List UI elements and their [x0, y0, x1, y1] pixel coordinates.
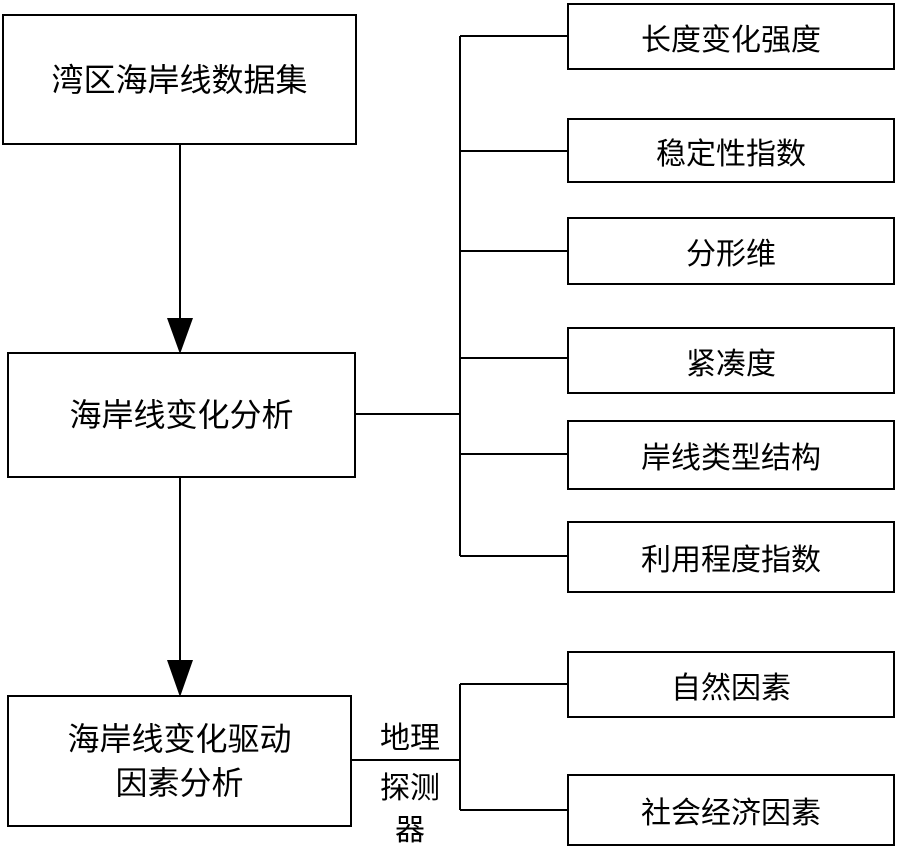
index-label: 紧凑度 [686, 346, 776, 382]
factor-box-natural: 自然因素 [567, 651, 895, 718]
geodetector-line1: 地理 [380, 721, 440, 756]
dataset-box: 湾区海岸线数据集 [2, 14, 357, 145]
driving-factor-label-line2: 因素分析 [115, 764, 244, 802]
index-box-stability: 稳定性指数 [567, 118, 895, 183]
index-box-compactness: 紧凑度 [567, 327, 895, 394]
arrow-head-2 [167, 660, 193, 697]
factor-label: 自然因素 [671, 670, 791, 706]
dataset-label: 湾区海岸线数据集 [51, 60, 308, 99]
index-label: 稳定性指数 [656, 136, 806, 172]
geodetector-label: 地理 探测 器 [365, 718, 455, 852]
factor-label: 社会经济因素 [641, 796, 821, 831]
change-analysis-box: 海岸线变化分析 [7, 352, 356, 478]
index-label: 长度变化强度 [641, 22, 821, 58]
index-box-length-change: 长度变化强度 [567, 3, 895, 70]
change-analysis-label: 海岸线变化分析 [69, 396, 294, 434]
index-label: 岸线类型结构 [641, 441, 821, 476]
arrow-head-1 [167, 318, 193, 354]
factor-box-socioeconomic: 社会经济因素 [567, 774, 895, 846]
driving-factor-box: 海岸线变化驱动 因素分析 [7, 695, 352, 827]
index-label: 利用程度指数 [641, 543, 821, 578]
geodetector-line3: 器 [395, 813, 425, 848]
index-box-fractal: 分形维 [567, 217, 895, 285]
index-box-utilization: 利用程度指数 [567, 521, 895, 593]
index-label: 分形维 [686, 237, 776, 272]
geodetector-line2: 探测 [380, 771, 440, 806]
driving-factor-label-line1: 海岸线变化驱动 [67, 720, 292, 758]
index-box-type-structure: 岸线类型结构 [567, 420, 895, 490]
